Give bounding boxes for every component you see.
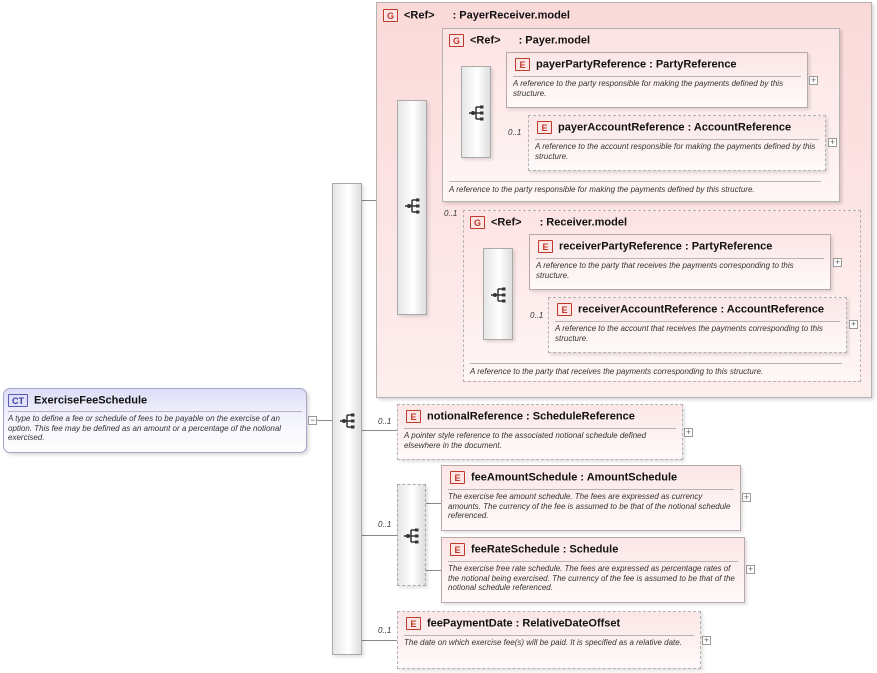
element-badge: E	[538, 240, 553, 253]
connector-line	[426, 570, 441, 571]
connector-line	[426, 503, 441, 504]
sequence-compositor[interactable]	[397, 100, 427, 315]
connector-line	[308, 420, 332, 421]
element-doc: The exercise free rate schedule. The fee…	[448, 564, 735, 592]
sequence-icon	[491, 287, 506, 303]
group-badge: G	[383, 9, 398, 22]
element-doc: A reference to the party that receives t…	[536, 261, 794, 280]
complex-type-box[interactable]: CT ExerciseFeeSchedule A type to define a…	[3, 388, 307, 453]
cardinality-label: 0..1	[378, 417, 392, 426]
choice-icon	[404, 528, 419, 544]
group-badge: G	[470, 216, 485, 229]
element-label: feeAmountSchedule : AmountSchedule	[471, 471, 678, 484]
element-badge: E	[406, 410, 421, 423]
element-badge: E	[450, 543, 465, 556]
expand-toggle[interactable]: +	[828, 137, 837, 147]
element-badge: E	[515, 58, 530, 71]
group-ref: <Ref>	[404, 9, 435, 22]
expand-toggle[interactable]: +	[849, 319, 858, 329]
complex-type-doc: A type to define a fee or schedule of fe…	[8, 414, 282, 442]
element-label: payerAccountReference : AccountReference	[558, 121, 792, 134]
expand-toggle[interactable]: +	[684, 427, 693, 437]
element-badge: E	[406, 617, 421, 630]
element-badge: E	[537, 121, 552, 134]
element-doc: A reference to the account responsible f…	[535, 142, 816, 161]
sequence-compositor[interactable]	[483, 248, 513, 340]
sequence-icon	[469, 105, 484, 121]
sequence-icon	[340, 413, 355, 429]
element-doc: A reference to the party responsible for…	[513, 79, 784, 98]
group-doc: A reference to the party responsible for…	[449, 185, 755, 194]
expand-toggle[interactable]: +	[809, 75, 818, 85]
cardinality-label: 0..1	[444, 209, 458, 218]
element-label: feeRateSchedule : Schedule	[471, 543, 619, 556]
group-badge: G	[449, 34, 464, 47]
complex-type-badge: CT	[8, 394, 28, 407]
connector-line	[362, 430, 397, 431]
sequence-compositor[interactable]	[332, 183, 362, 655]
choice-compositor[interactable]	[397, 484, 426, 586]
element-badge: E	[557, 303, 572, 316]
expand-toggle[interactable]: +	[833, 257, 842, 267]
sequence-icon	[405, 198, 420, 214]
element-label: receiverAccountReference : AccountRefere…	[578, 303, 824, 316]
group-name: : PayerReceiver.model	[452, 9, 570, 22]
element-doc: A pointer style reference to the associa…	[404, 431, 647, 450]
cardinality-label: 0..1	[378, 626, 392, 635]
element-label: feePaymentDate : RelativeDateOffset	[427, 617, 621, 630]
connector-line	[362, 640, 397, 641]
group-doc: A reference to the party that receives t…	[470, 367, 764, 376]
element-label: notionalReference : ScheduleReference	[427, 410, 635, 423]
element-doc: The exercise fee amount schedule. The fe…	[448, 492, 731, 520]
cardinality-label: 0..1	[508, 128, 522, 137]
group-name: : Receiver.model	[539, 216, 628, 229]
group-ref: <Ref>	[470, 34, 501, 47]
collapse-toggle[interactable]: −	[308, 415, 317, 425]
element-doc: The date on which exercise fee(s) will b…	[404, 638, 682, 647]
expand-toggle[interactable]: +	[746, 564, 755, 574]
group-name: : Payer.model	[518, 34, 591, 47]
element-label: receiverPartyReference : PartyReference	[559, 240, 773, 253]
group-ref: <Ref>	[491, 216, 522, 229]
cardinality-label: 0..1	[530, 311, 544, 320]
element-badge: E	[450, 471, 465, 484]
cardinality-label: 0..1	[378, 520, 392, 529]
element-doc: A reference to the account that receives…	[555, 324, 823, 343]
connector-line	[362, 535, 397, 536]
complex-type-name: ExerciseFeeSchedule	[34, 394, 148, 407]
element-label: payerPartyReference : PartyReference	[536, 58, 737, 71]
expand-toggle[interactable]: +	[702, 635, 711, 645]
expand-toggle[interactable]: +	[742, 492, 751, 502]
sequence-compositor[interactable]	[461, 66, 491, 158]
